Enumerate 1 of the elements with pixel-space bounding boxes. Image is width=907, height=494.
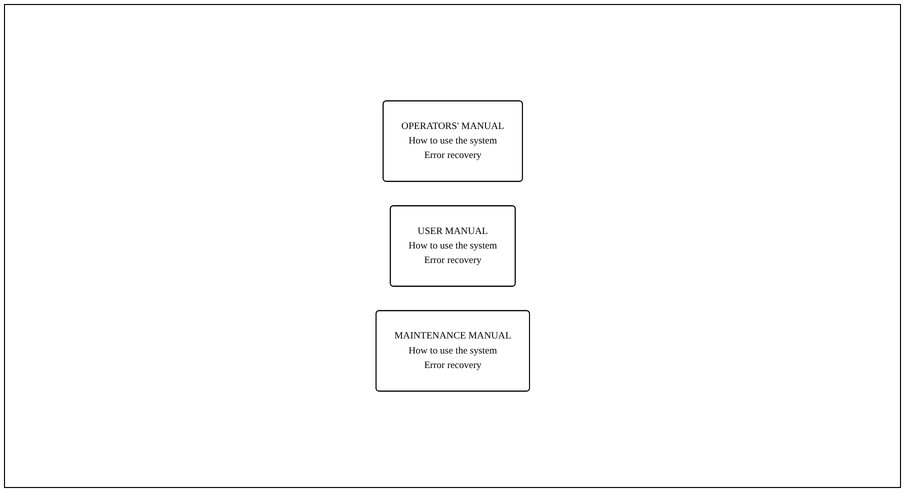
frame-border: OPERATORS' MANUAL How to use the system Error recovery USER MANUAL How to use the system Error recovery MAINTENANCE MANUAL How to use the system Error recovery	[4, 4, 901, 488]
